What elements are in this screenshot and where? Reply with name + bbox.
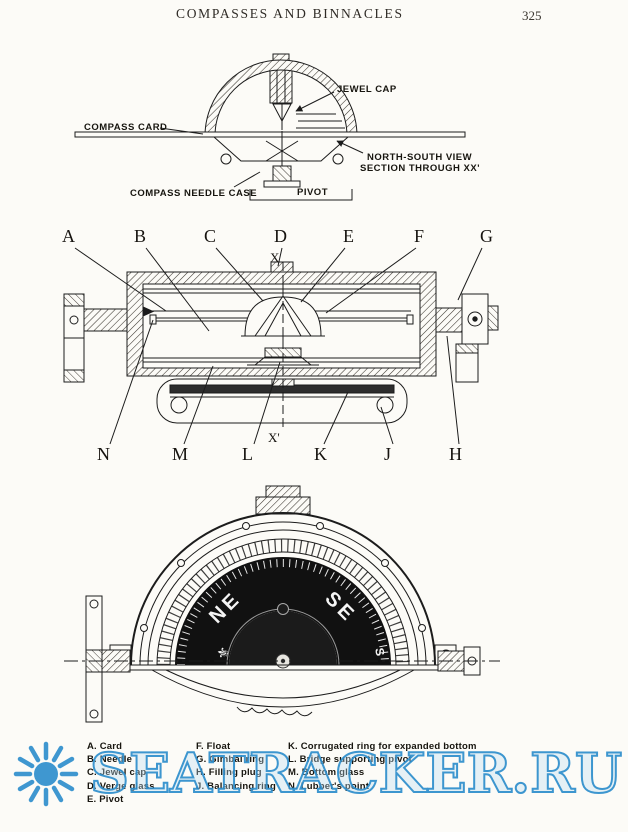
figure2-letter-n: N — [97, 444, 110, 464]
figure2-letter-c: C — [204, 226, 217, 246]
figure2-letter-d: D — [274, 226, 287, 246]
axis-label-x-prime: X' — [268, 430, 280, 445]
label-jewel-cap: JEWEL CAP — [337, 84, 397, 95]
figure2-letter-a: A — [62, 226, 75, 246]
figure3-front-view — [64, 485, 500, 723]
figure2-letter-m: M — [172, 444, 189, 464]
legend-item-filling-plug: H. Filling plug — [196, 767, 262, 779]
legend-item-corrugated-ring: K. Corrugated ring for expanded bottom — [288, 741, 477, 752]
legend-item-bottom-glass: M. Bottom glass — [288, 767, 365, 779]
legend-column-1: A. Card B. Needle C. Jewel cap D. Verge … — [87, 740, 155, 806]
axis-label-x: X — [270, 250, 280, 265]
legend-item-jewel-cap: C. Jewel cap — [87, 767, 147, 779]
legend-item-bridge: L. Bridge supporting pivot — [288, 754, 412, 766]
legend-item-needle: B. Needle — [87, 754, 133, 766]
legend-item-float: F. Float — [196, 741, 231, 752]
label-compass-card: COMPASS CARD — [84, 122, 168, 133]
page-number: 325 — [522, 8, 542, 23]
legend-column-2: F. Float G. Gimbal ring H. Filling plug … — [196, 740, 276, 793]
figure2-letter-l: L — [242, 444, 253, 464]
center-boss — [229, 611, 337, 665]
fleur-de-lis-icon: ⚜ — [213, 644, 233, 661]
label-section-view-line2: SECTION THROUGH XX' — [360, 163, 480, 174]
card-label-s: S — [372, 647, 387, 657]
legend-item-gimbal-ring: G. Gimbal ring — [196, 754, 265, 766]
figure2-letter-g: G — [480, 226, 493, 246]
legend-item-verge-glass: D. Verge glass — [87, 780, 155, 792]
page-title: COMPASSES AND BINNACLES — [176, 6, 404, 21]
figure2-letter-e: E — [343, 226, 354, 246]
figure2-letter-b: B — [134, 226, 147, 246]
label-section-view: NORTH-SOUTH VIEW SECTION THROUGH XX' — [360, 152, 480, 174]
figure2-letter-f: F — [414, 226, 425, 246]
figure2-letter-h: H — [449, 444, 462, 464]
legend-item-lubber-point: N. Lubber's point — [288, 780, 370, 792]
label-section-view-line1: NORTH-SOUTH VIEW — [367, 152, 473, 163]
label-pivot: PIVOT — [297, 187, 329, 198]
legend-item-pivot: E. Pivot — [87, 793, 124, 805]
figure2-letter-k: K — [314, 444, 327, 464]
label-needle-case: COMPASS NEEDLE CASE — [130, 188, 258, 199]
figure1-section-view — [74, 53, 466, 201]
figure2-letter-j: J — [384, 444, 392, 464]
figure2-cross-section — [63, 247, 499, 445]
legend-item-card: A. Card — [87, 741, 123, 752]
legend-item-balancing-ring: J. Balancing ring — [196, 780, 276, 792]
legend-column-3: K. Corrugated ring for expanded bottom L… — [288, 740, 477, 793]
